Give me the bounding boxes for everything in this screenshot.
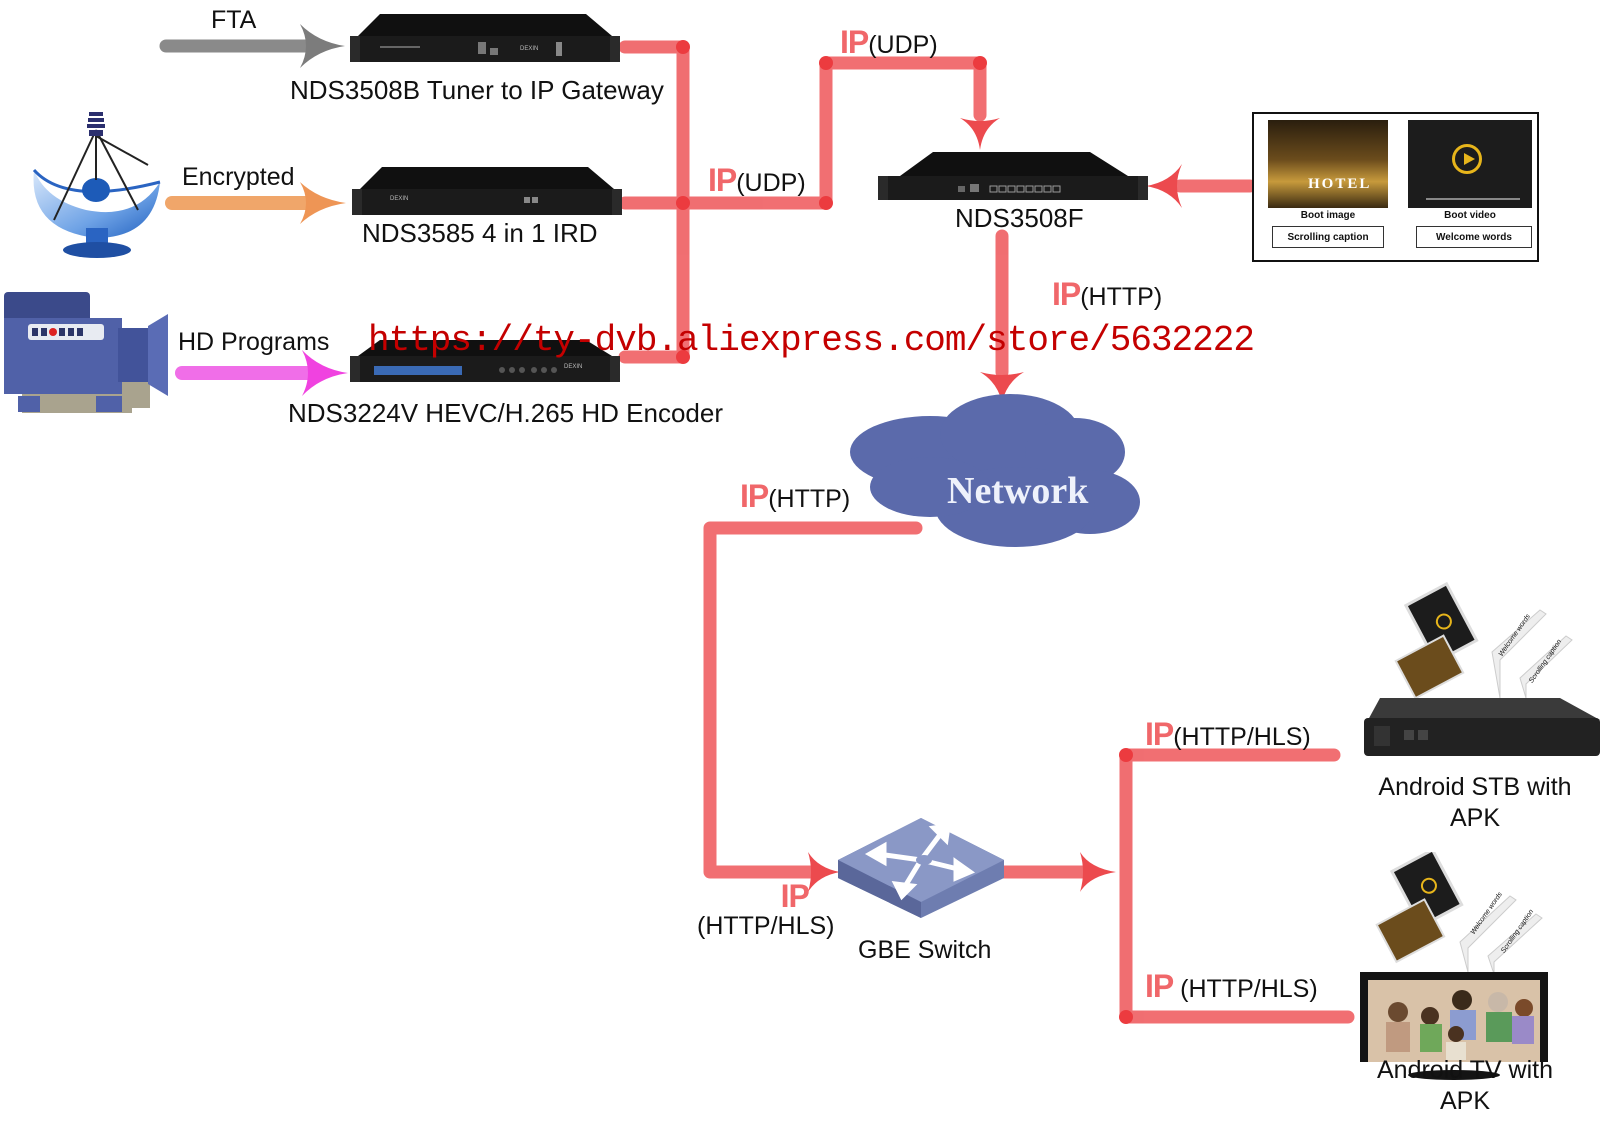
boot-image-caption: Boot image: [1300, 210, 1356, 221]
encrypted-arrow: [165, 182, 346, 224]
boot-image-thumbnail: HOTEL: [1268, 120, 1388, 208]
tv-stand: [1408, 1070, 1500, 1080]
server-device: [878, 150, 1148, 202]
ip-udp-top-label: IP(UDP): [840, 24, 938, 60]
android-stb-device: [1360, 580, 1600, 780]
gateway-device: DEXIN: [350, 12, 620, 64]
arrow-switch-out: [1080, 852, 1116, 892]
android-tv-device: [1360, 847, 1560, 1072]
arrow-into-server-right: [1146, 164, 1182, 208]
welcome-words-box: Welcome words: [1416, 226, 1532, 248]
svg-text:DEXIN: DEXIN: [564, 364, 582, 370]
ip-hls-tv-label: IP (HTTP/HLS): [1145, 968, 1318, 1004]
boot-video-caption: Boot video: [1444, 210, 1496, 221]
ip-http-server-label: IP(HTTP): [1052, 276, 1163, 312]
video-progress-bar: [1426, 198, 1520, 200]
ird-label: NDS3585 4 in 1 IRD: [362, 218, 598, 248]
play-icon: [1452, 144, 1482, 174]
ip-udp-mid-label: IP(UDP): [708, 162, 806, 198]
ip-hls-stb-label: IP(HTTP/HLS): [1145, 716, 1311, 752]
video-camera-icon: [0, 288, 175, 423]
encoder-device: DEXIN: [350, 340, 620, 384]
ird-device: DEXIN: [352, 165, 622, 217]
network-cloud-icon: [840, 392, 1150, 552]
svg-text:DEXIN: DEXIN: [390, 196, 408, 202]
satellite-dish-icon: [26, 110, 166, 260]
ip-http-network-label: IP(HTTP): [740, 478, 851, 514]
encrypted-label: Encrypted: [182, 163, 295, 191]
arrow-into-network: [980, 372, 1024, 402]
gateway-label: NDS3508B Tuner to IP Gateway: [290, 75, 664, 105]
gbe-switch-icon: [838, 818, 1004, 918]
scrolling-caption-box: Scrolling caption: [1272, 226, 1384, 248]
boot-video-thumbnail: [1408, 120, 1532, 208]
hd-programs-arrow: [175, 350, 348, 396]
fta-arrow: [159, 24, 345, 68]
encoder-label: NDS3224V HEVC/H.265 HD Encoder: [288, 398, 723, 428]
server-label: NDS3508F: [955, 203, 1084, 233]
arrow-into-server: [960, 118, 1000, 150]
hotel-text: HOTEL: [1308, 176, 1372, 192]
link-network-switch: [703, 521, 923, 879]
fta-label: FTA: [211, 6, 257, 34]
gbe-switch-label: GBE Switch: [858, 936, 992, 964]
ip-hls-switch-label: IP (HTTP/HLS): [697, 878, 835, 940]
store-url-watermark: https://ty-dvb.aliexpress.com/store/5632…: [368, 320, 1255, 361]
content-panel: HOTEL Boot image Boot video Scrolling ca…: [1252, 112, 1539, 262]
hd-programs-label: HD Programs: [178, 328, 330, 356]
network-label: Network: [947, 470, 1089, 512]
svg-text:DEXIN: DEXIN: [520, 46, 538, 52]
arrow-into-switch: [808, 852, 840, 892]
